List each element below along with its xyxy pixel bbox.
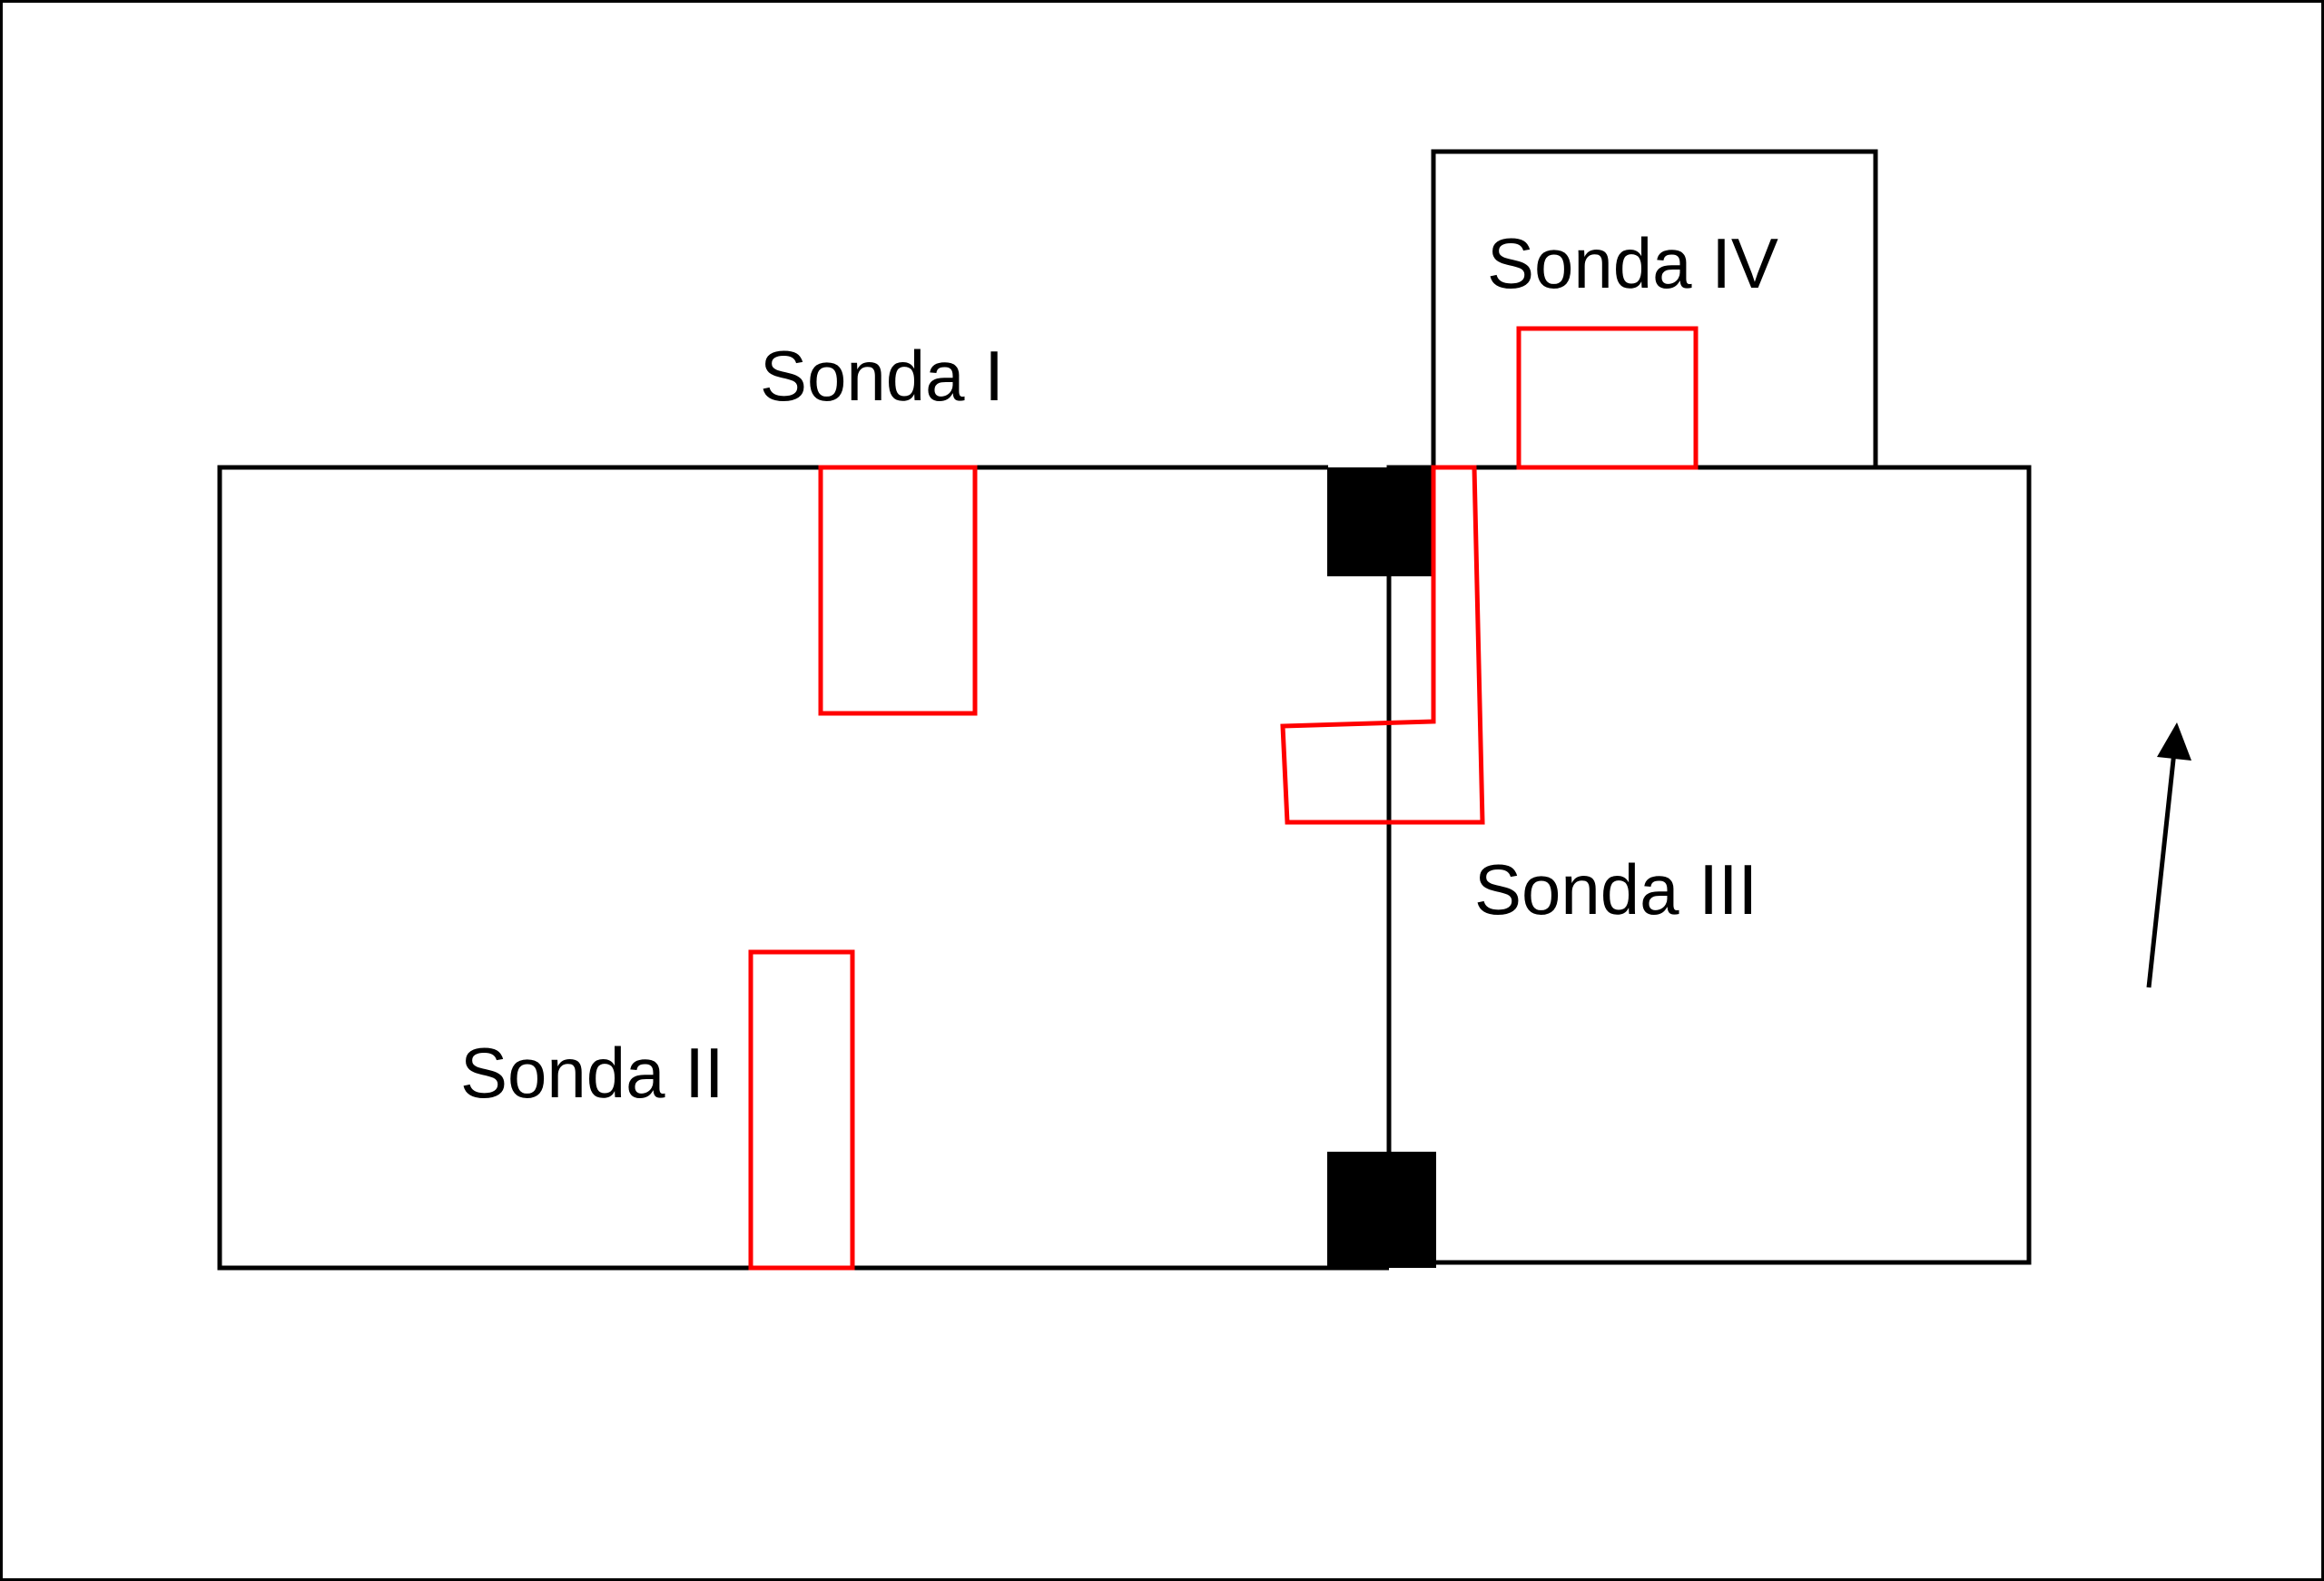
label-sonda-1: Sonda I <box>760 336 1004 416</box>
trench-sonda-1 <box>818 465 978 716</box>
pillar-south <box>1327 1152 1436 1268</box>
north-annex-outline <box>1431 149 1878 467</box>
label-sonda-2: Sonda II <box>460 1033 724 1113</box>
trench-sonda-4 <box>1516 326 1699 470</box>
north-arrow-icon <box>2146 722 2191 988</box>
west-room-outline <box>217 465 1389 1271</box>
trench-sonda-2 <box>748 949 855 1271</box>
label-sonda-3: Sonda III <box>1474 849 1758 929</box>
label-sonda-4: Sonda IV <box>1487 223 1778 303</box>
pillar-north <box>1327 467 1433 576</box>
trench-sonda-3 <box>1280 465 1485 825</box>
